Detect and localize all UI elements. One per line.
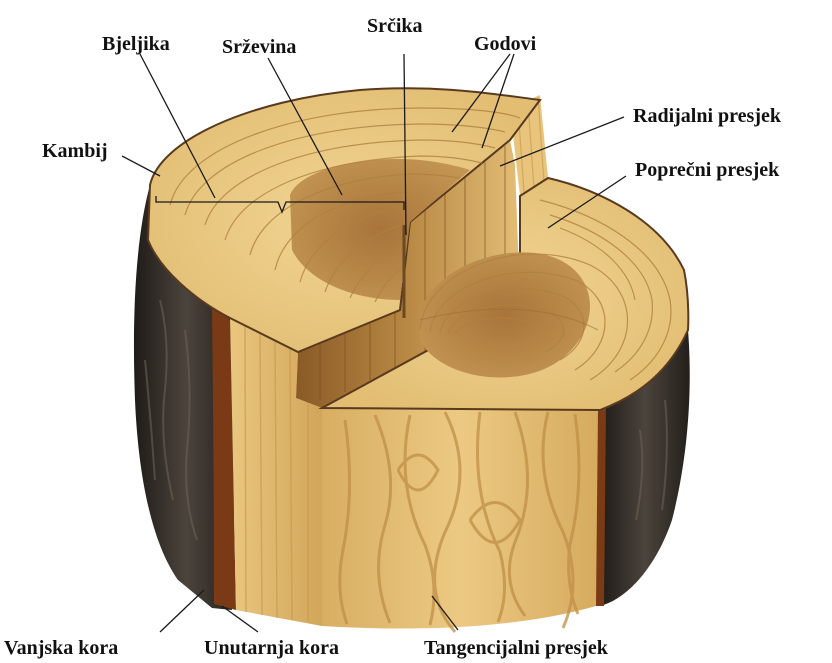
label-tangencijalni-presjek: Tangencijalni presjek: [424, 637, 609, 659]
label-unutarnja-kora: Unutarnja kora: [204, 637, 339, 659]
tangential-face: [322, 408, 598, 632]
label-kambij: Kambij: [42, 140, 108, 162]
label-poprecni-presjek: Poprečni presjek: [635, 159, 780, 181]
label-vanjska-kora: Vanjska kora: [4, 637, 118, 659]
label-radijalni-presjek: Radijalni presjek: [633, 105, 782, 127]
label-bjeljika: Bjeljika: [102, 33, 170, 55]
label-srcika: Srčika: [367, 15, 423, 37]
label-srzevina: Srževina: [222, 36, 296, 58]
label-godovi: Godovi: [474, 33, 537, 55]
